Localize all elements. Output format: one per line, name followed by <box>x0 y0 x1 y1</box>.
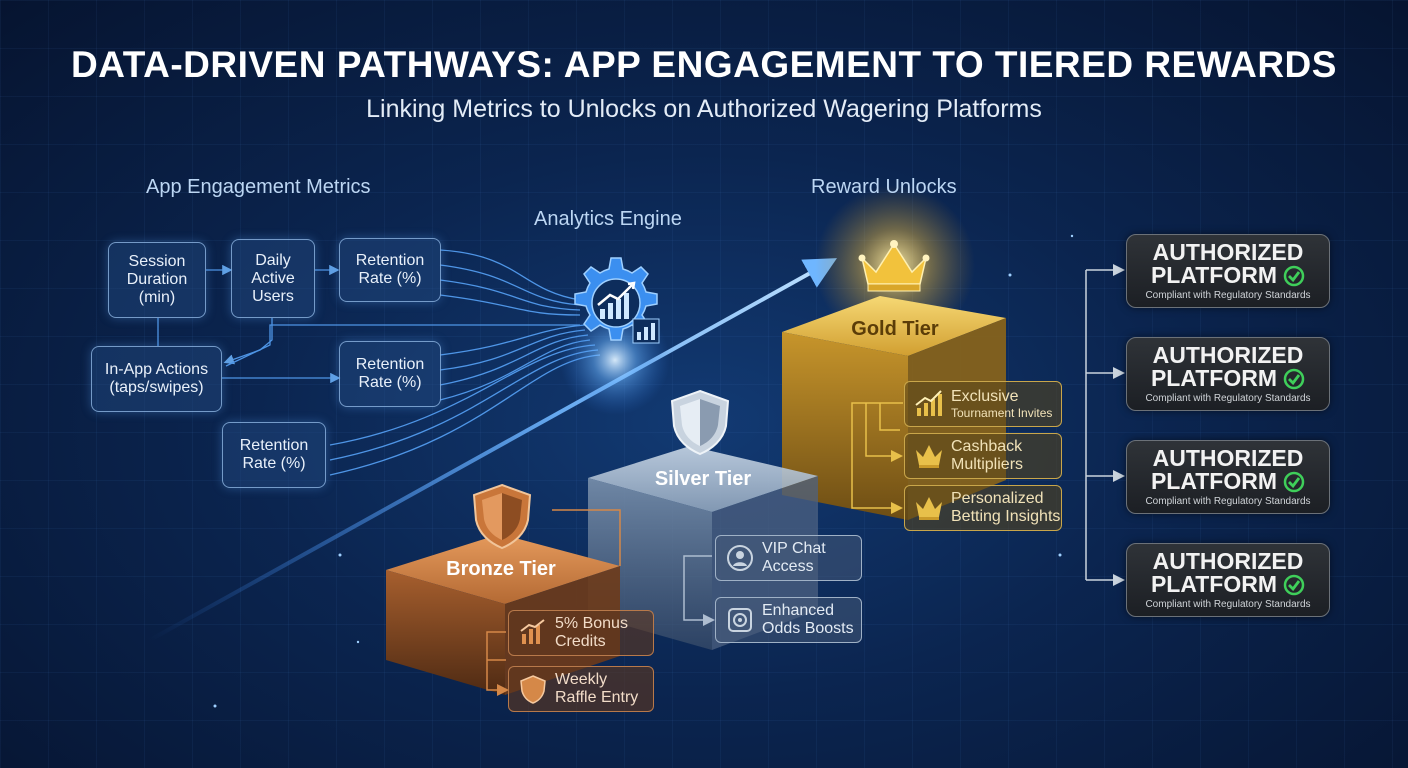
silver-reward-odds-boosts: Enhanced Odds Boosts <box>715 597 862 643</box>
platform-line1: AUTHORIZED <box>1152 548 1304 574</box>
silver-shield-icon <box>670 389 730 456</box>
metric-daily-active-users: Daily Active Users <box>231 239 315 318</box>
platform-note: Compliant with Regulatory Standards <box>1145 496 1311 507</box>
section-rewards-title: Reward Unlocks <box>811 176 957 198</box>
check-circle-icon <box>1283 471 1305 492</box>
bronze-shield-icon <box>472 483 532 550</box>
section-engine-title: Analytics Engine <box>534 208 682 230</box>
check-circle-icon <box>1283 368 1305 389</box>
platform-note: Compliant with Regulatory Standards <box>1145 393 1311 404</box>
platform-line1: AUTHORIZED <box>1152 445 1304 471</box>
platform-note: Compliant with Regulatory Standards <box>1145 599 1311 610</box>
gold-reward-exclusive: Exclusive Tournament Invites <box>904 381 1062 427</box>
crown-icon <box>916 445 942 468</box>
gold-reward-insights: Personalized Betting Insights <box>904 485 1062 531</box>
gold-tier-label: Gold Tier <box>851 318 939 340</box>
platform-line2: PLATFORM <box>1150 571 1278 597</box>
metric-retention-rate-2: Retention Rate (%) <box>339 341 441 407</box>
reward-label: Weekly Raffle Entry <box>555 671 639 706</box>
platform-note: Compliant with Regulatory Standards <box>1145 290 1311 301</box>
metric-session-duration: Session Duration (min) <box>108 242 206 318</box>
authorized-platform-card-1: AUTHORIZED PLATFORM Compliant with Regul… <box>1126 234 1330 308</box>
check-circle-icon <box>1283 574 1305 595</box>
authorized-platform-card-3: AUTHORIZED PLATFORM Compliant with Regul… <box>1126 440 1330 514</box>
check-circle-icon <box>1283 265 1305 286</box>
metric-retention-rate-3: Retention Rate (%) <box>222 422 326 488</box>
chart-icon <box>915 390 942 416</box>
shield-icon <box>520 675 546 704</box>
bronze-reward-bonus-credits: 5% Bonus Credits <box>508 610 654 656</box>
chat-icon <box>727 545 753 571</box>
platform-line2: PLATFORM <box>1150 262 1278 288</box>
crown-icon <box>916 497 942 520</box>
bronze-reward-raffle: Weekly Raffle Entry <box>508 666 654 712</box>
target-icon <box>728 608 752 632</box>
section-metrics-title: App Engagement Metrics <box>146 176 371 198</box>
crown-icon <box>858 240 930 292</box>
bronze-tier-label: Bronze Tier <box>446 558 556 580</box>
platform-line2: PLATFORM <box>1150 365 1278 391</box>
gold-reward-cashback: Cashback Multipliers <box>904 433 1062 479</box>
reward-label: VIP Chat Access <box>762 540 826 575</box>
page-title: DATA-DRIVEN PATHWAYS: APP ENGAGEMENT TO … <box>71 44 1337 85</box>
growth-arrow <box>149 258 837 642</box>
reward-label: 5% Bonus Credits <box>555 615 628 650</box>
reward-label: Enhanced Odds Boosts <box>762 602 854 637</box>
silver-tier-label: Silver Tier <box>654 468 752 490</box>
authorized-platform-card-4: AUTHORIZED PLATFORM Compliant with Regul… <box>1126 543 1330 617</box>
mini-bar-chart-icon <box>632 318 660 344</box>
platform-line1: AUTHORIZED <box>1152 239 1304 265</box>
page-subtitle: Linking Metrics to Unlocks on Authorized… <box>366 95 1042 123</box>
reward-label: Personalized Betting Insights <box>951 490 1061 525</box>
reward-sublabel: Tournament Invites <box>951 406 1053 420</box>
authorized-platform-card-2: AUTHORIZED PLATFORM Compliant with Regul… <box>1126 337 1330 411</box>
platform-line2: PLATFORM <box>1150 468 1278 494</box>
chart-icon <box>520 619 545 644</box>
metric-in-app-actions: In-App Actions (taps/swipes) <box>91 346 222 412</box>
reward-label: Cashback Multipliers <box>951 438 1024 473</box>
reward-label: Exclusive <box>951 388 1019 405</box>
metric-retention-rate-1: Retention Rate (%) <box>339 238 441 302</box>
platform-line1: AUTHORIZED <box>1152 342 1304 368</box>
silver-reward-vip-chat: VIP Chat Access <box>715 535 862 581</box>
